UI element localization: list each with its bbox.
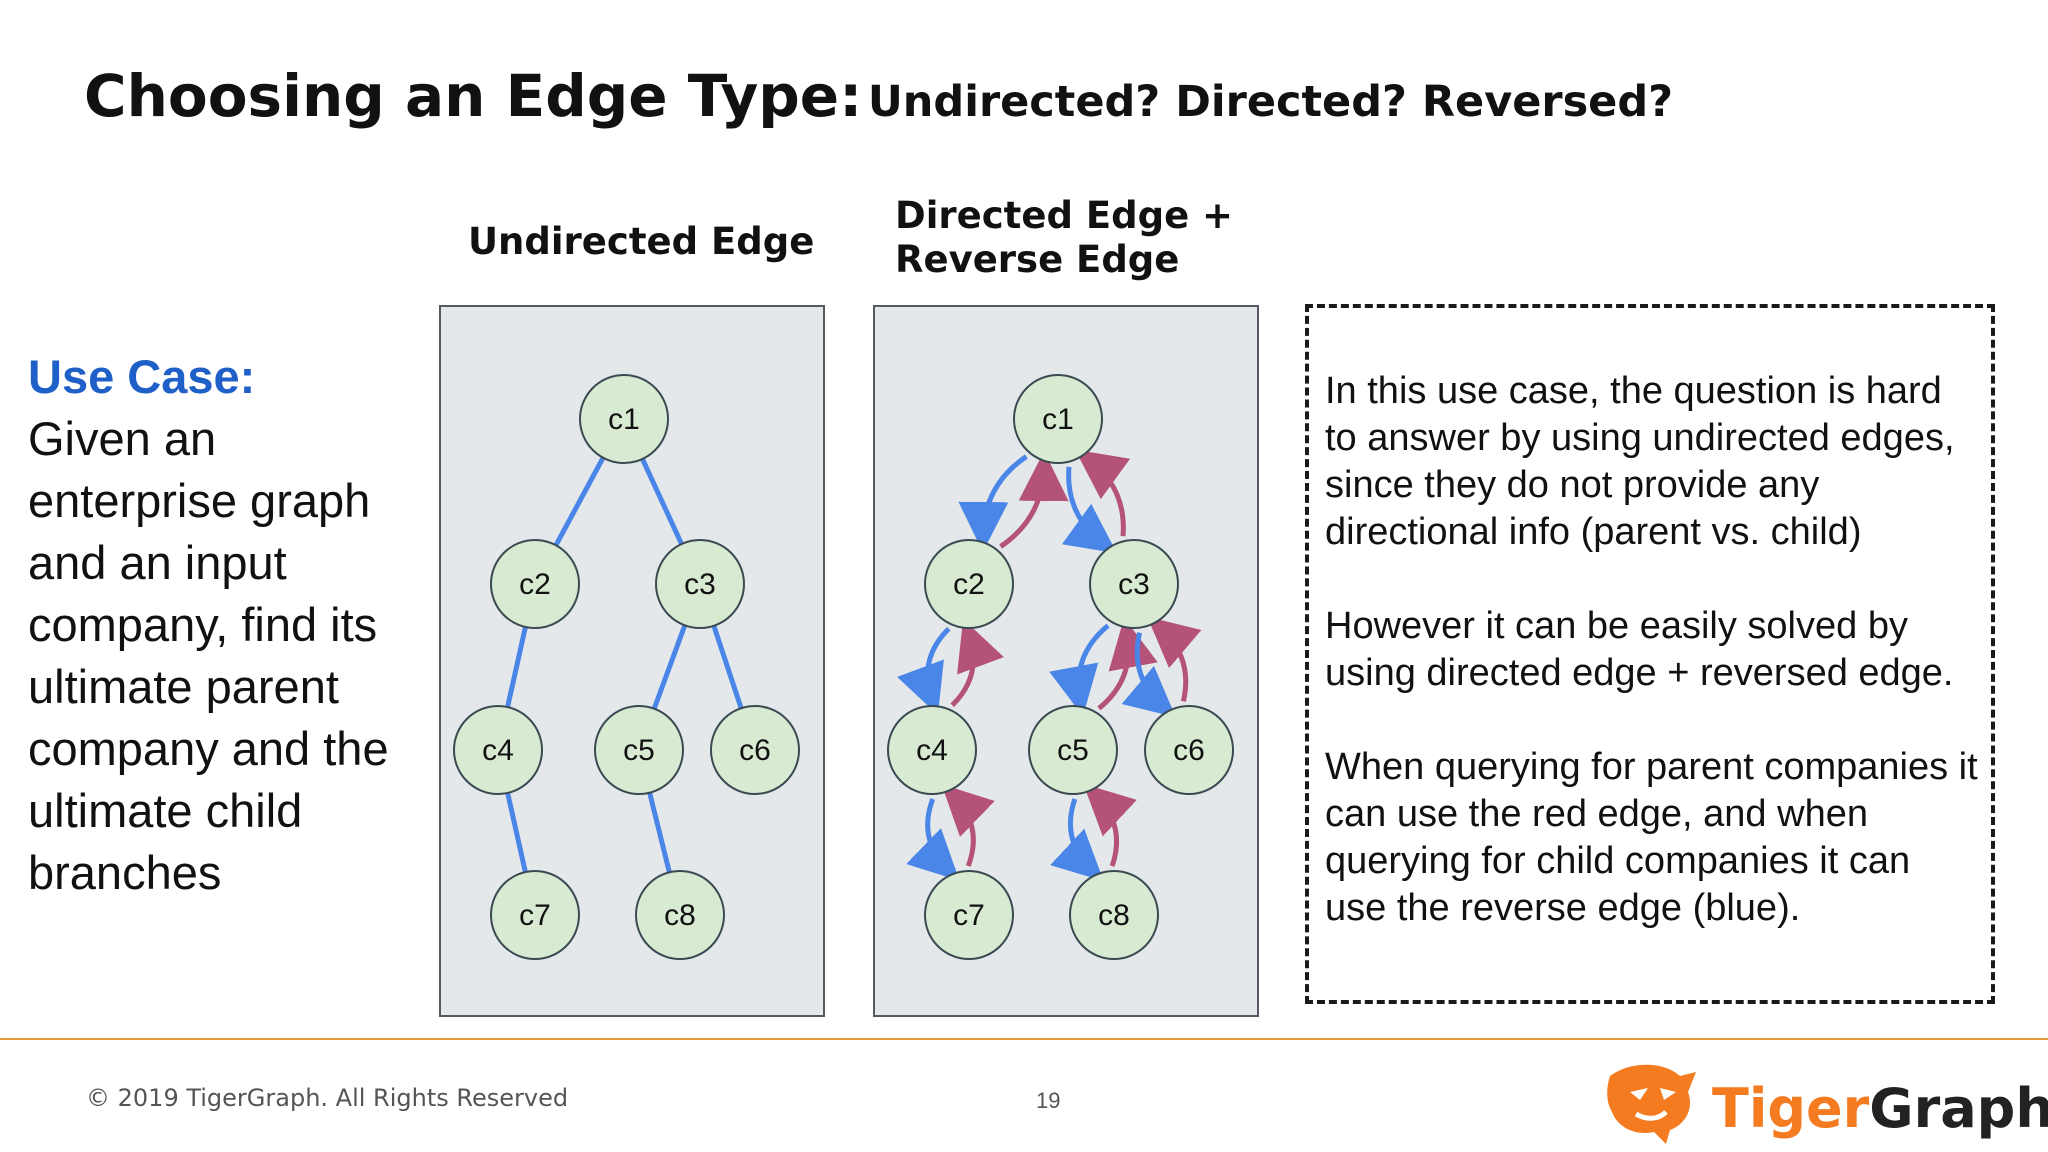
graph-node-label: c4 — [916, 734, 948, 767]
note-paragraph-3: When querying for parent companies it ca… — [1325, 746, 1978, 929]
tiger-logo-icon — [1607, 1064, 1696, 1144]
graph-node-c3: c3 — [1089, 539, 1179, 629]
undirected-edge-c2-c4 — [505, 626, 528, 708]
graph-node-label: c5 — [623, 734, 655, 767]
title-sub: Undirected? Directed? Reversed? — [867, 77, 1674, 127]
logo-graph-text: Graph — [1869, 1077, 2048, 1140]
graph-node-c1: c1 — [579, 374, 669, 464]
page-number: 19 — [1036, 1088, 1061, 1113]
graph-node-label: c6 — [1173, 734, 1205, 767]
graph-node-label: c7 — [953, 899, 985, 932]
undirected-edge-c4-c7 — [505, 792, 528, 873]
graph-node-label: c3 — [1118, 568, 1150, 601]
directed-edge-c1-c2 — [958, 454, 1028, 553]
page-title: Choosing an Edge Type: Undirected? Direc… — [84, 62, 1673, 130]
graph-node-c7: c7 — [490, 870, 580, 960]
undirected-graph-diagram: c1 c2 c3 c4 c5 c6 c7 c8 — [453, 374, 800, 960]
reverse-edge-c7-c4 — [941, 784, 995, 867]
use-case-body: Given an enterprise graph and an input c… — [28, 412, 389, 899]
logo-wordmark: TigerGraph — [1712, 1077, 2048, 1140]
directed-edge-c2-c4 — [897, 626, 951, 716]
graph-node-c6: c6 — [1144, 705, 1234, 795]
directed-edge-c4-c7 — [906, 798, 960, 881]
label-directed-line1: Directed Edge + — [895, 194, 1234, 237]
undirected-edge-c1-c2 — [553, 456, 606, 547]
graph-node-c2: c2 — [490, 539, 580, 629]
note-paragraph-1: In this use case, the question is hard t… — [1325, 370, 1955, 553]
directed-edge-c1-c3 — [1061, 466, 1117, 554]
note-paragraph-2: However it can be easily solved by using… — [1325, 605, 1954, 694]
graph-node-label: c7 — [519, 899, 551, 932]
graph-node-label: c8 — [664, 899, 696, 932]
logo-tiger-text: Tiger — [1712, 1077, 1870, 1140]
graph-node-c5: c5 — [594, 705, 684, 795]
graph-node-label: c1 — [608, 403, 640, 436]
reverse-edge-c6-c3 — [1147, 616, 1202, 702]
directed-edge-c3-c5 — [1049, 623, 1110, 717]
graph-node-c3: c3 — [655, 539, 745, 629]
undirected-graph-panel: c1 c2 c3 c4 c5 c6 c7 c8 — [439, 305, 825, 1017]
reverse-edge-c4-c2 — [950, 618, 1004, 708]
reverse-edge-c3-c1 — [1075, 449, 1131, 537]
graph-node-c8: c8 — [1069, 870, 1159, 960]
label-undirected: Undirected Edge — [468, 220, 815, 263]
directed-graph-panel: c1 c2 c3 c4 c5 c6 c7 c8 — [873, 305, 1259, 1017]
graph-node-c1: c1 — [1013, 374, 1103, 464]
use-case-text: Use Case: Given an enterprise graph and … — [28, 346, 438, 904]
reverse-edge-c5-c3 — [1097, 617, 1158, 711]
copyright: © 2019 TigerGraph. All Rights Reserved — [86, 1084, 569, 1112]
graph-node-c4: c4 — [453, 705, 543, 795]
directed-edge-c3-c6 — [1121, 632, 1176, 718]
graph-node-c2: c2 — [924, 539, 1014, 629]
graph-node-label: c5 — [1057, 734, 1089, 767]
graph-node-label: c6 — [739, 734, 771, 767]
graph-node-c6: c6 — [710, 705, 800, 795]
graph-node-c8: c8 — [635, 870, 725, 960]
graph-node-label: c3 — [684, 568, 716, 601]
footer-divider — [0, 1038, 2048, 1040]
graph-node-label: c8 — [1098, 899, 1130, 932]
reverse-edge-c8-c5 — [1083, 783, 1137, 867]
reverse-edge-c2-c1 — [999, 450, 1069, 549]
graph-node-label: c1 — [1042, 403, 1074, 436]
graph-node-c5: c5 — [1028, 705, 1118, 795]
label-directed-line2: Reverse Edge — [895, 238, 1180, 281]
graph-node-label: c4 — [482, 734, 514, 767]
undirected-edge-c5-c8 — [647, 792, 672, 873]
graph-node-label: c2 — [953, 568, 985, 601]
undirected-edge-c1-c3 — [640, 457, 684, 546]
undirected-edge-c3-c6 — [711, 624, 744, 710]
label-directed: Directed Edge + Reverse Edge — [895, 194, 1233, 282]
explanation-note: In this use case, the question is hard t… — [1305, 304, 1995, 1004]
graph-node-c4: c4 — [887, 705, 977, 795]
graph-node-label: c2 — [519, 568, 551, 601]
undirected-edge-c3-c5 — [651, 624, 688, 710]
directed-graph-diagram: c1 c2 c3 c4 c5 c6 c7 c8 — [887, 374, 1234, 960]
title-main: Choosing an Edge Type: — [84, 62, 863, 130]
use-case-title: Use Case: — [28, 350, 256, 403]
directed-edge-c5-c8 — [1050, 798, 1104, 882]
graph-node-c7: c7 — [924, 870, 1014, 960]
